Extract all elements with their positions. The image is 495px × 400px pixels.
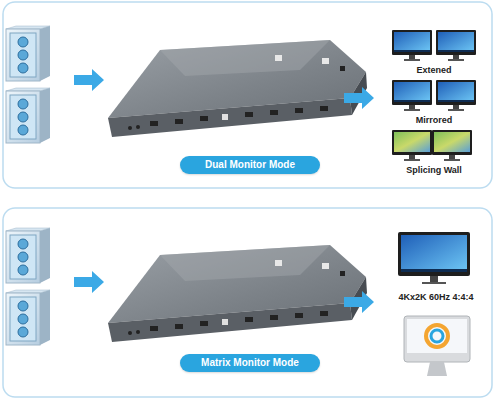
flow-arrow: [344, 87, 374, 109]
panel-frame: [3, 2, 492, 188]
monitor-icon: [436, 30, 476, 61]
monitor-icon: [436, 80, 476, 111]
mode-pill: Dual Monitor Mode: [180, 156, 320, 174]
monitor-icon: [392, 80, 432, 111]
top-panel: [3, 2, 492, 188]
monitor-icon: [401, 235, 467, 272]
monitor-icon: [398, 232, 470, 284]
monitor-icon: [398, 232, 470, 276]
monitor-icon: [404, 316, 470, 376]
monitor-icon: [404, 316, 470, 362]
kvm-switch: [108, 245, 367, 342]
display-caption: Mirrored: [394, 116, 474, 126]
monitor-icon: [431, 330, 443, 342]
monitor-icon: [426, 325, 448, 347]
monitor-icon: [407, 319, 467, 353]
computer-tower: [6, 290, 50, 345]
bottom-panel: [3, 208, 492, 397]
computer-tower: [6, 26, 50, 81]
monitor-icon: [401, 269, 467, 272]
monitor-icon: [430, 276, 438, 282]
mode-pill: Matrix Monitor Mode: [180, 354, 320, 372]
panel-frame: [3, 208, 492, 397]
monitor-icon: [392, 130, 432, 161]
display-caption: 4Kx2K 60Hz 4:4:4: [384, 293, 488, 303]
flow-arrow: [344, 291, 374, 313]
monitor-icon: [432, 130, 472, 161]
kvm-switch: [108, 40, 367, 137]
flow-arrow: [74, 69, 104, 91]
monitor-icon: [392, 30, 432, 61]
display-caption: Splicing Wall: [394, 166, 474, 176]
computer-tower: [6, 88, 50, 143]
computer-tower: [6, 228, 50, 283]
mode-label: Matrix Monitor Mode: [201, 358, 299, 368]
monitor-icon: [422, 282, 446, 284]
flow-arrow: [74, 271, 104, 293]
monitor-icon: [427, 362, 447, 376]
display-caption: Extened: [394, 66, 474, 76]
mode-label: Dual Monitor Mode: [205, 160, 295, 170]
